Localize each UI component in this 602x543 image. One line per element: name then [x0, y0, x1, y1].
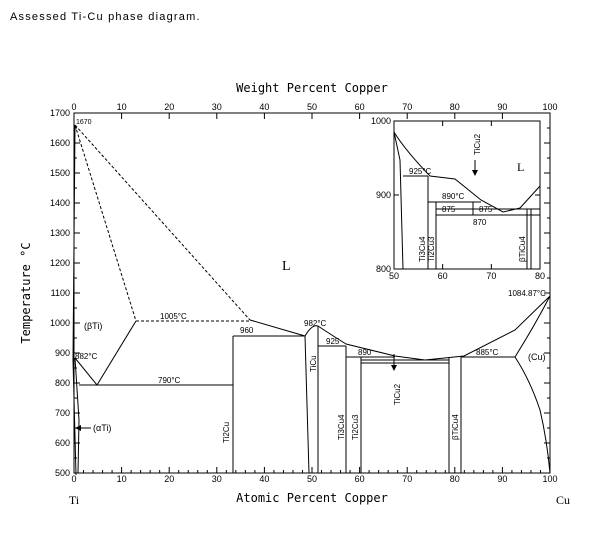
label-beta-ticu4: βTiCu4 [451, 414, 460, 440]
bottom-axis-title: Atomic Percent Copper [236, 491, 388, 505]
left-tick-label: 900 [55, 348, 70, 358]
element-label-ti: Ti [69, 493, 80, 507]
inset-label-ticu2: TiCu2 [473, 133, 482, 155]
cu-solvus [514, 356, 551, 474]
label-ti2cu: Ti2Cu [222, 422, 231, 443]
left-tick-label: 1600 [50, 138, 70, 148]
left-tick-label: 1400 [50, 198, 70, 208]
label-alpha-ti: (αTi) [93, 423, 111, 433]
bottom-tick-label: 80 [450, 474, 460, 484]
inset-label-875b: 875 [479, 205, 493, 214]
label-1084: 1084.87°C [508, 289, 546, 298]
inset-x-tick-label: 80 [535, 271, 545, 281]
label-882: 882°C [75, 352, 98, 361]
main-labels: 1670 882°C 790°C 1005°C 960 982°C 925 89… [75, 119, 546, 443]
liquidus-center [249, 295, 551, 361]
bottom-tick-label: 30 [212, 474, 222, 484]
left-tick-label: 1500 [50, 168, 70, 178]
cu-solidus [514, 295, 551, 358]
inset-tick-labels: 50 60 70 80 800 900 1000 [371, 116, 545, 281]
label-890: 890 [358, 348, 372, 357]
top-tick-label: 80 [450, 102, 460, 112]
top-tick-label: 50 [307, 102, 317, 112]
inset-left-phase [393, 131, 404, 270]
inset-liquidus [393, 131, 541, 213]
ticu-left [304, 335, 310, 474]
top-tick-label: 100 [542, 102, 557, 112]
top-tick-label: 90 [497, 102, 507, 112]
figure-caption: Assessed Ti-Cu phase diagram. [10, 11, 201, 23]
top-tick-label: 20 [164, 102, 174, 112]
inset-y-tick-label: 1000 [371, 116, 391, 126]
label-liquid: L [282, 259, 291, 274]
inset-label-beta-ticu4: βTiCu4 [518, 236, 527, 262]
left-tick-label: 1300 [50, 228, 70, 238]
bottom-tick-label: 20 [164, 474, 174, 484]
label-cu-phase: (Cu) [528, 352, 546, 362]
inset-label-ti2cu3: Ti2Cu3 [427, 236, 436, 262]
inset-x-tick-label: 50 [389, 271, 399, 281]
inset-labels: 925°C 890°C 875 875 870 L TiCu2 Ti3Cu4 T… [409, 133, 527, 262]
label-ticu: TiCu [309, 355, 318, 372]
top-tick-label: 40 [259, 102, 269, 112]
beta-ti-boundary [72, 124, 77, 476]
label-790: 790°C [158, 376, 181, 385]
inset-diagram: 50 60 70 80 800 900 1000 925°C 890°C 875 875 8… [371, 116, 545, 281]
phase-boundaries [72, 124, 551, 476]
top-tick-label: 70 [402, 102, 412, 112]
label-ti3cu4: Ti3Cu4 [337, 414, 346, 440]
left-tick-label: 700 [55, 408, 70, 418]
top-tick-label: 30 [212, 102, 222, 112]
bottom-tick-label: 10 [117, 474, 127, 484]
inset-x-tick-label: 60 [438, 271, 448, 281]
label-ticu2: TiCu2 [393, 383, 402, 405]
inset-label-870: 870 [473, 218, 487, 227]
left-tick-label: 1000 [50, 318, 70, 328]
inset-label-ti3cu4: Ti3Cu4 [418, 236, 427, 262]
label-960: 960 [240, 326, 254, 335]
left-tick-label: 1200 [50, 258, 70, 268]
top-tick-label: 10 [117, 102, 127, 112]
left-axis-title: Temperature °C [19, 242, 33, 343]
left-tick-label: 1700 [50, 108, 70, 118]
label-1005: 1005°C [160, 312, 187, 321]
left-tick-label: 800 [55, 378, 70, 388]
inset-frame [393, 120, 541, 270]
bottom-tick-label: 0 [71, 474, 76, 484]
bottom-tick-label: 100 [542, 474, 557, 484]
left-tick-label: 600 [55, 438, 70, 448]
bottom-tick-label: 50 [307, 474, 317, 484]
top-tick-label: 0 [71, 102, 76, 112]
alpha-ti-boundary [74, 357, 80, 474]
label-982: 982°C [304, 319, 327, 328]
inset-label-liquid: L [517, 160, 524, 174]
label-925: 925 [326, 337, 340, 346]
bottom-tick-label: 70 [402, 474, 412, 484]
inset-x-tick-label: 70 [486, 271, 496, 281]
left-tick-label: 1100 [51, 288, 70, 298]
bottom-tick-label: 60 [355, 474, 365, 484]
inset-y-tick-label: 900 [376, 190, 391, 200]
top-axis-title: Weight Percent Copper [236, 81, 388, 95]
element-label-cu: Cu [556, 493, 570, 507]
label-ti2cu3: Ti2Cu3 [351, 414, 360, 440]
inset-label-875a: 875 [442, 205, 456, 214]
top-tick-label: 60 [355, 102, 365, 112]
bottom-tick-label: 40 [259, 474, 269, 484]
inset-label-925: 925°C [409, 167, 432, 176]
bottom-tick-label: 90 [497, 474, 507, 484]
label-melt-ti: 1670 [76, 119, 92, 126]
dashed-liquidus [74, 124, 137, 322]
dashed-liquidus-2 [74, 124, 251, 321]
inset-boundaries [393, 131, 541, 270]
inset-ticks [393, 120, 541, 270]
inset-label-890: 890°C [442, 192, 465, 201]
inset-y-tick-label: 800 [376, 264, 391, 274]
left-tick-label: 500 [55, 468, 70, 478]
label-885: 885°C [476, 348, 499, 357]
label-beta-ti: (βTi) [84, 321, 102, 331]
